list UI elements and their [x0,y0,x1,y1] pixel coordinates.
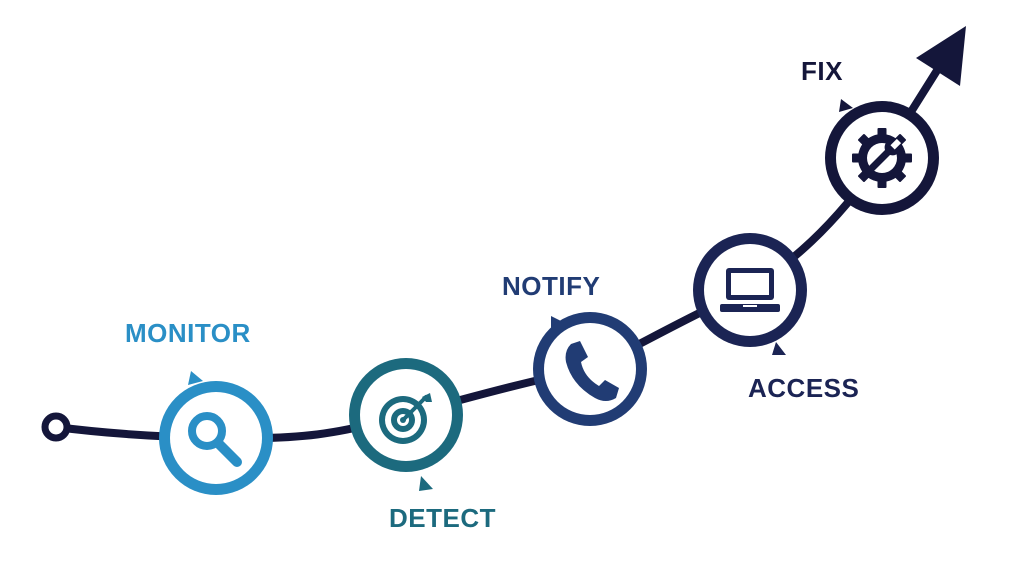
pointer-monitor [188,371,203,385]
node-notify-inner [544,323,636,415]
pointer-access [772,342,786,355]
phone-icon [565,341,619,401]
pointer-detect [419,476,433,491]
laptop-icon [720,268,780,312]
search-icon [188,412,242,467]
label-monitor: MONITOR [125,318,251,348]
gear-wrench-icon [852,128,912,188]
step-detect [349,358,463,491]
target-icon [379,393,432,444]
label-detect: DETECT [389,503,496,533]
start-node [41,412,71,442]
step-notify [533,312,647,426]
step-monitor [159,371,273,495]
label-access: ACCESS [748,373,860,403]
step-access [693,233,807,355]
step-fix [825,99,939,215]
label-fix: FIX [801,56,843,86]
pointer-fix [839,99,853,112]
arrow-head-icon [916,26,966,86]
label-notify: NOTIFY [502,271,601,301]
